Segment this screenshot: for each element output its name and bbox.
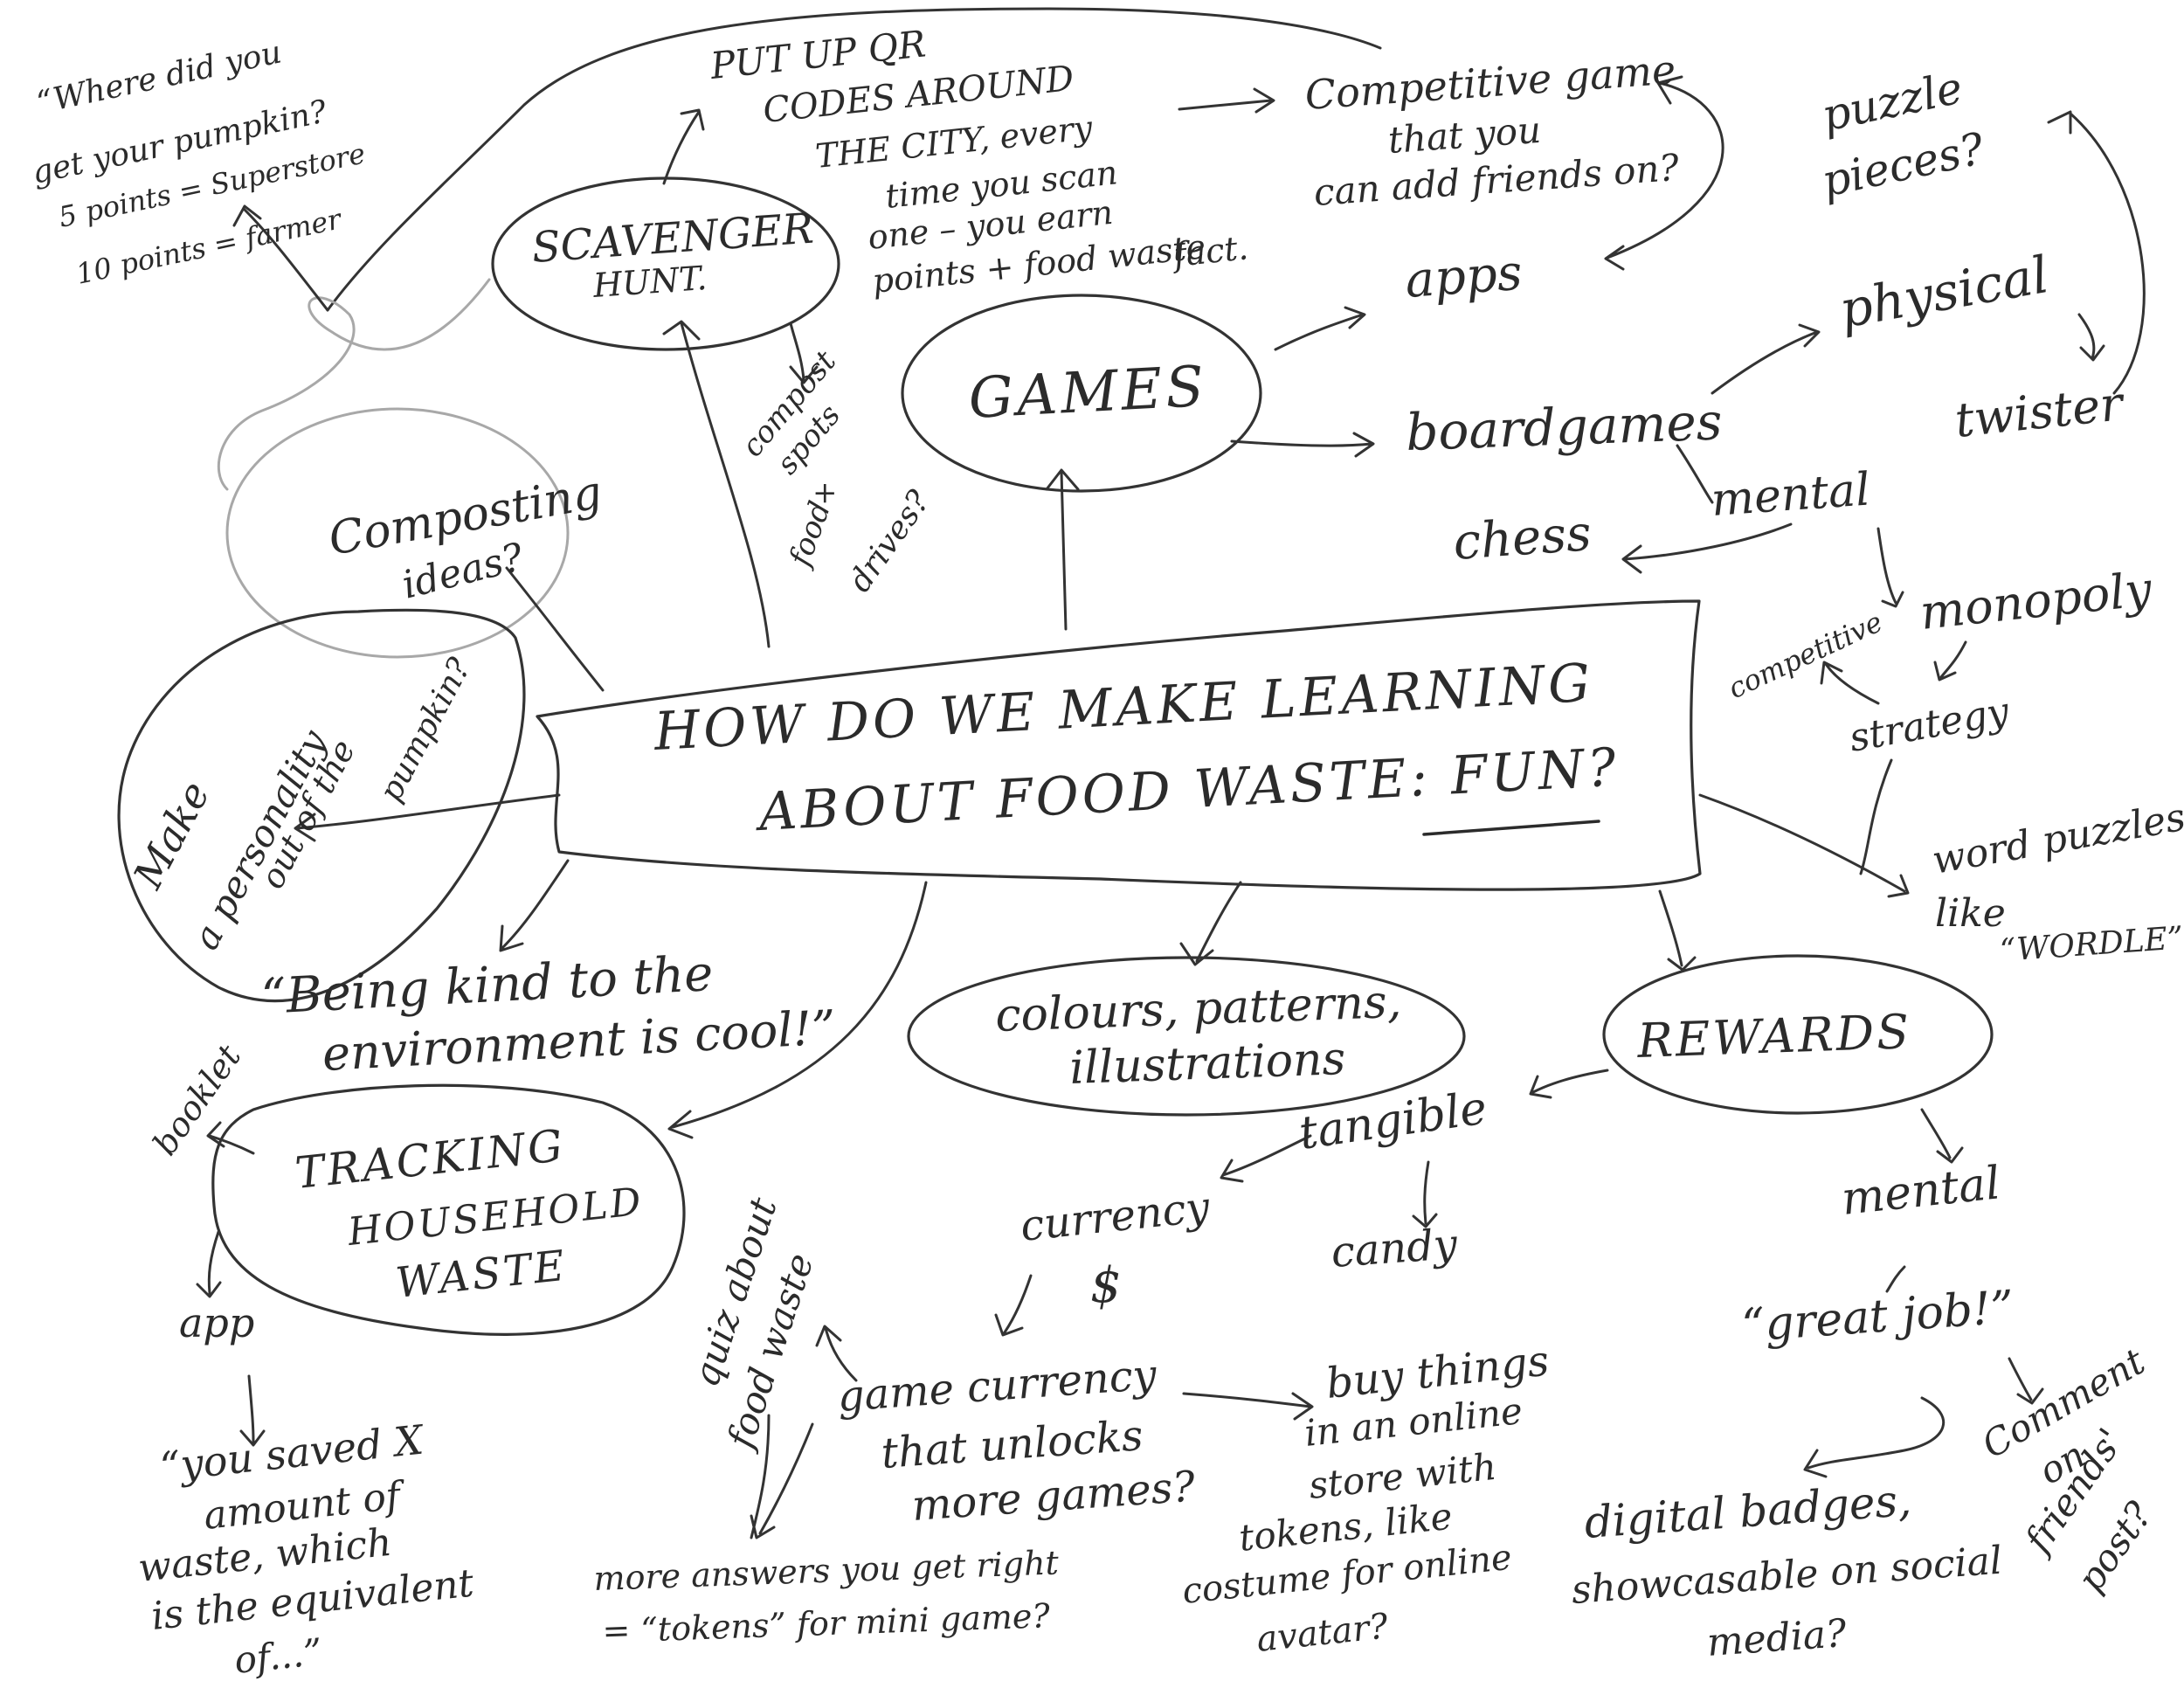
compost-spots-5: drives? — [842, 484, 937, 599]
pumpkin-note-1: “Where did you — [33, 34, 284, 121]
buy-things-6: avatar? — [1254, 1606, 1390, 1660]
quiz-answers-1: more answers you get right — [593, 1543, 1060, 1598]
arrow-tangible-candy — [1412, 1160, 1438, 1228]
arrow-app-saved — [239, 1374, 266, 1447]
arrow-games-boardgames — [1230, 432, 1375, 458]
arrow-central-word — [1698, 793, 1910, 898]
arrow-monopoly-strategy — [1933, 640, 1967, 681]
arrow-tracking-app — [196, 1230, 222, 1298]
tangible-label: tangible — [1296, 1082, 1489, 1159]
digital-badges-3: media? — [1705, 1611, 1848, 1665]
candy-label: candy — [1330, 1220, 1460, 1277]
pumpkin-personality-bubble — [117, 608, 526, 1003]
boardgames-label: boardgames — [1405, 391, 1723, 462]
arrow-scavenger-qr — [662, 108, 705, 185]
rewards-bubble — [1602, 954, 1994, 1115]
arrow-game-buy — [1182, 1392, 1314, 1421]
arrow-game-answers — [750, 1422, 814, 1539]
central-question-fun: FUN? — [1448, 737, 1621, 806]
tracking-title-2: HOUSEHOLD — [345, 1180, 646, 1255]
arrow-central-kind — [499, 859, 570, 952]
chess-label: chess — [1451, 505, 1593, 571]
compost-spots-3: + — [812, 475, 838, 510]
arrow-pumpkin-note — [232, 204, 329, 312]
arrow-qr-online — [1178, 87, 1275, 114]
arrow-twister-puzzle — [2047, 110, 2146, 395]
curl-line — [217, 278, 491, 491]
quiz-answers-2: = “tokens” for mini game? — [602, 1596, 1051, 1650]
arrow-mental-monopoly — [1876, 527, 1904, 608]
arrow-currency-game — [994, 1274, 1033, 1337]
arrow-scavenger-compost — [789, 322, 819, 384]
arrow-physical-twister — [2077, 313, 2105, 362]
arrow-mental-greatjob — [1885, 1265, 1906, 1293]
saved-5: of...” — [232, 1630, 324, 1682]
arrow-central-rewards — [1658, 889, 1697, 972]
arrow-tracking-booklet — [206, 1121, 255, 1155]
word-puzzles-2: like — [1935, 891, 2006, 936]
compost-spots-4: food — [782, 497, 838, 573]
rewards-mental-label: mental — [1839, 1157, 2002, 1226]
currency-label: currency — [1018, 1182, 1213, 1250]
arrow-boardgames-physical — [1711, 323, 1821, 395]
arrow-online-apps — [1604, 75, 1724, 271]
games-mental-label: mental — [1710, 463, 1872, 527]
pumpkin-personality-4: pumpkin? — [373, 652, 479, 807]
arrow-central-games — [1045, 468, 1080, 631]
online-game-3: can add friends on? — [1312, 146, 1681, 214]
pumpkin-personality-1: Make — [124, 773, 219, 896]
scavenger-title-2: HUNT. — [591, 259, 708, 305]
arrow-strategy-competitive — [1820, 661, 1880, 705]
colours-bubble — [907, 956, 1466, 1117]
apps-label: apps — [1403, 245, 1524, 309]
tracking-title-3: WASTE — [393, 1242, 569, 1308]
fun-underline — [1422, 820, 1600, 836]
online-game-1: Competitive game — [1303, 45, 1677, 119]
tracking-title-1: TRACKING — [293, 1120, 568, 1199]
buy-things-3: store with — [1307, 1445, 1498, 1507]
competitive-label: competitive — [1723, 605, 1887, 705]
word-puzzles-1: word puzzles, — [1929, 792, 2184, 883]
composting-bubble — [225, 407, 570, 659]
digital-badges-1: digital badges, — [1583, 1475, 1913, 1548]
qr-line-7: fact. — [1169, 228, 1249, 274]
twister-label: twister — [1952, 376, 2128, 448]
central-question-box — [536, 599, 1702, 891]
arrow-rewards-tangible — [1529, 1069, 1609, 1099]
arrow-rewards-mental — [1920, 1108, 1964, 1164]
arrow-game-quiz — [815, 1325, 858, 1382]
arrow-greatjob-comment — [2008, 1357, 2044, 1405]
arrow-mental-chess — [1621, 522, 1793, 574]
dollar-label: $ — [1090, 1257, 1122, 1314]
central-question-line2: ABOUT FOOD WASTE: FUN? — [753, 737, 1621, 843]
top-loop-line — [326, 7, 1382, 312]
central-question-prefix: ABOUT FOOD WASTE: — [753, 746, 1452, 844]
monopoly-label: monopoly — [1918, 561, 2155, 640]
arrow-central-pumpkin — [294, 793, 561, 842]
arrow-games-apps — [1274, 306, 1366, 351]
arrow-greatjob-badges — [1803, 1396, 1946, 1478]
great-job-label: “great job!” — [1740, 1281, 2016, 1352]
colours-2: illustrations — [1068, 1033, 1346, 1095]
online-game-2: that you — [1386, 108, 1542, 162]
arrow-tangible-currency — [1220, 1134, 1312, 1183]
arrow-central-scavenger — [662, 320, 771, 648]
arrow-central-composting — [505, 566, 605, 692]
rewards-title: REWARDS — [1635, 1004, 1912, 1069]
app-label: app — [179, 1299, 254, 1346]
arrow-central-tracking — [667, 881, 928, 1139]
digital-badges-2: showcasable on social — [1570, 1539, 2003, 1613]
games-bubble — [901, 294, 1262, 493]
arrow-central-colours — [1179, 881, 1242, 966]
game-currency-1: game currency — [836, 1351, 1158, 1422]
word-puzzles-3: “WORDLE” — [1999, 920, 2184, 969]
arrow-boardgames-mental — [1676, 444, 1714, 504]
arrow-strategy-word — [1859, 758, 1893, 875]
physical-label: physical — [1835, 245, 2053, 340]
tracking-bubble — [211, 1083, 686, 1336]
games-title: GAMES — [967, 355, 1209, 432]
buy-things-5: costume for online — [1180, 1538, 1513, 1612]
